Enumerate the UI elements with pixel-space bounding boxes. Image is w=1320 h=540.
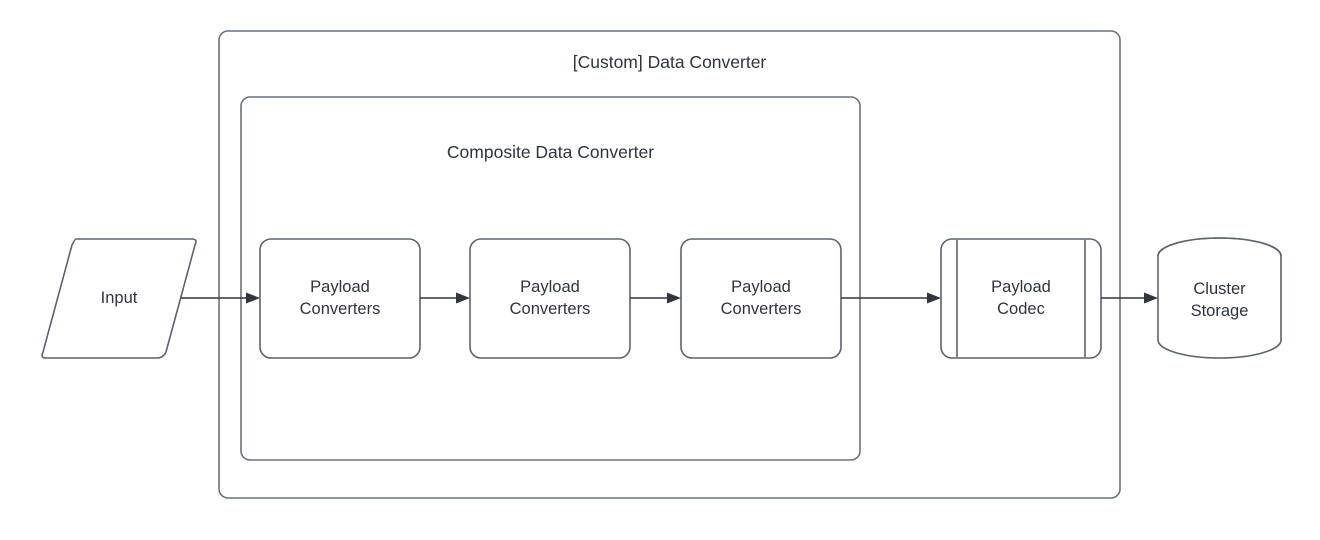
- node-payload-codec-label: Payload Codec: [991, 277, 1051, 318]
- edge-input-to-pc1-arrowhead: [246, 292, 260, 304]
- container-custom-data-converter-label: [Custom] Data Converter: [572, 52, 767, 73]
- cluster-storage-top-ellipse: [1157, 237, 1282, 257]
- container-composite-data-converter-label: Composite Data Converter: [446, 142, 655, 163]
- node-payload-converters-1-label: Payload Converters: [299, 277, 381, 318]
- edge-codec-to-storage-arrowhead: [1144, 292, 1158, 304]
- node-input-label: Input: [100, 288, 138, 307]
- node-payload-converters-2-label: Payload Converters: [509, 277, 591, 318]
- container-custom-data-converter[interactable]: [218, 30, 1121, 499]
- container-composite-data-converter[interactable]: [240, 96, 861, 461]
- node-cluster-storage-label: Cluster Storage: [1190, 280, 1249, 320]
- edge-pc3-to-codec-arrowhead: [927, 292, 941, 304]
- node-input-shape[interactable]: [41, 238, 197, 359]
- edge-pc1-to-pc2-arrowhead: [456, 292, 470, 304]
- edge-pc2-to-pc3-arrowhead: [667, 292, 681, 304]
- node-payload-converters-3-label: Payload Converters: [720, 277, 802, 318]
